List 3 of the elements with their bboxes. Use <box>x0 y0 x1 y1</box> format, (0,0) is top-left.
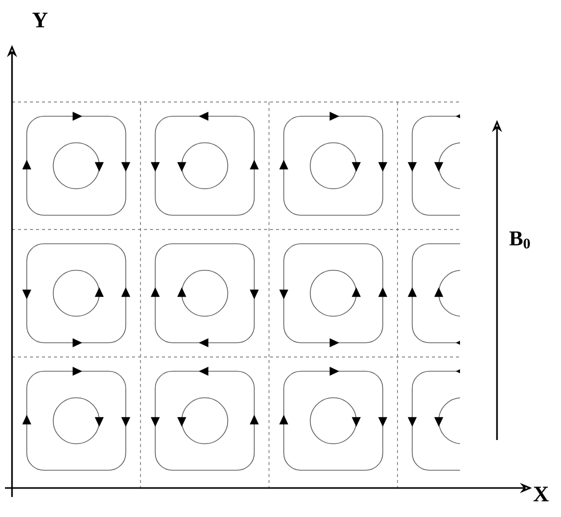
axis-label: B$_{0}$ <box>509 232 530 248</box>
axis-label: Y <box>32 12 48 28</box>
axis-label: X <box>533 486 549 502</box>
